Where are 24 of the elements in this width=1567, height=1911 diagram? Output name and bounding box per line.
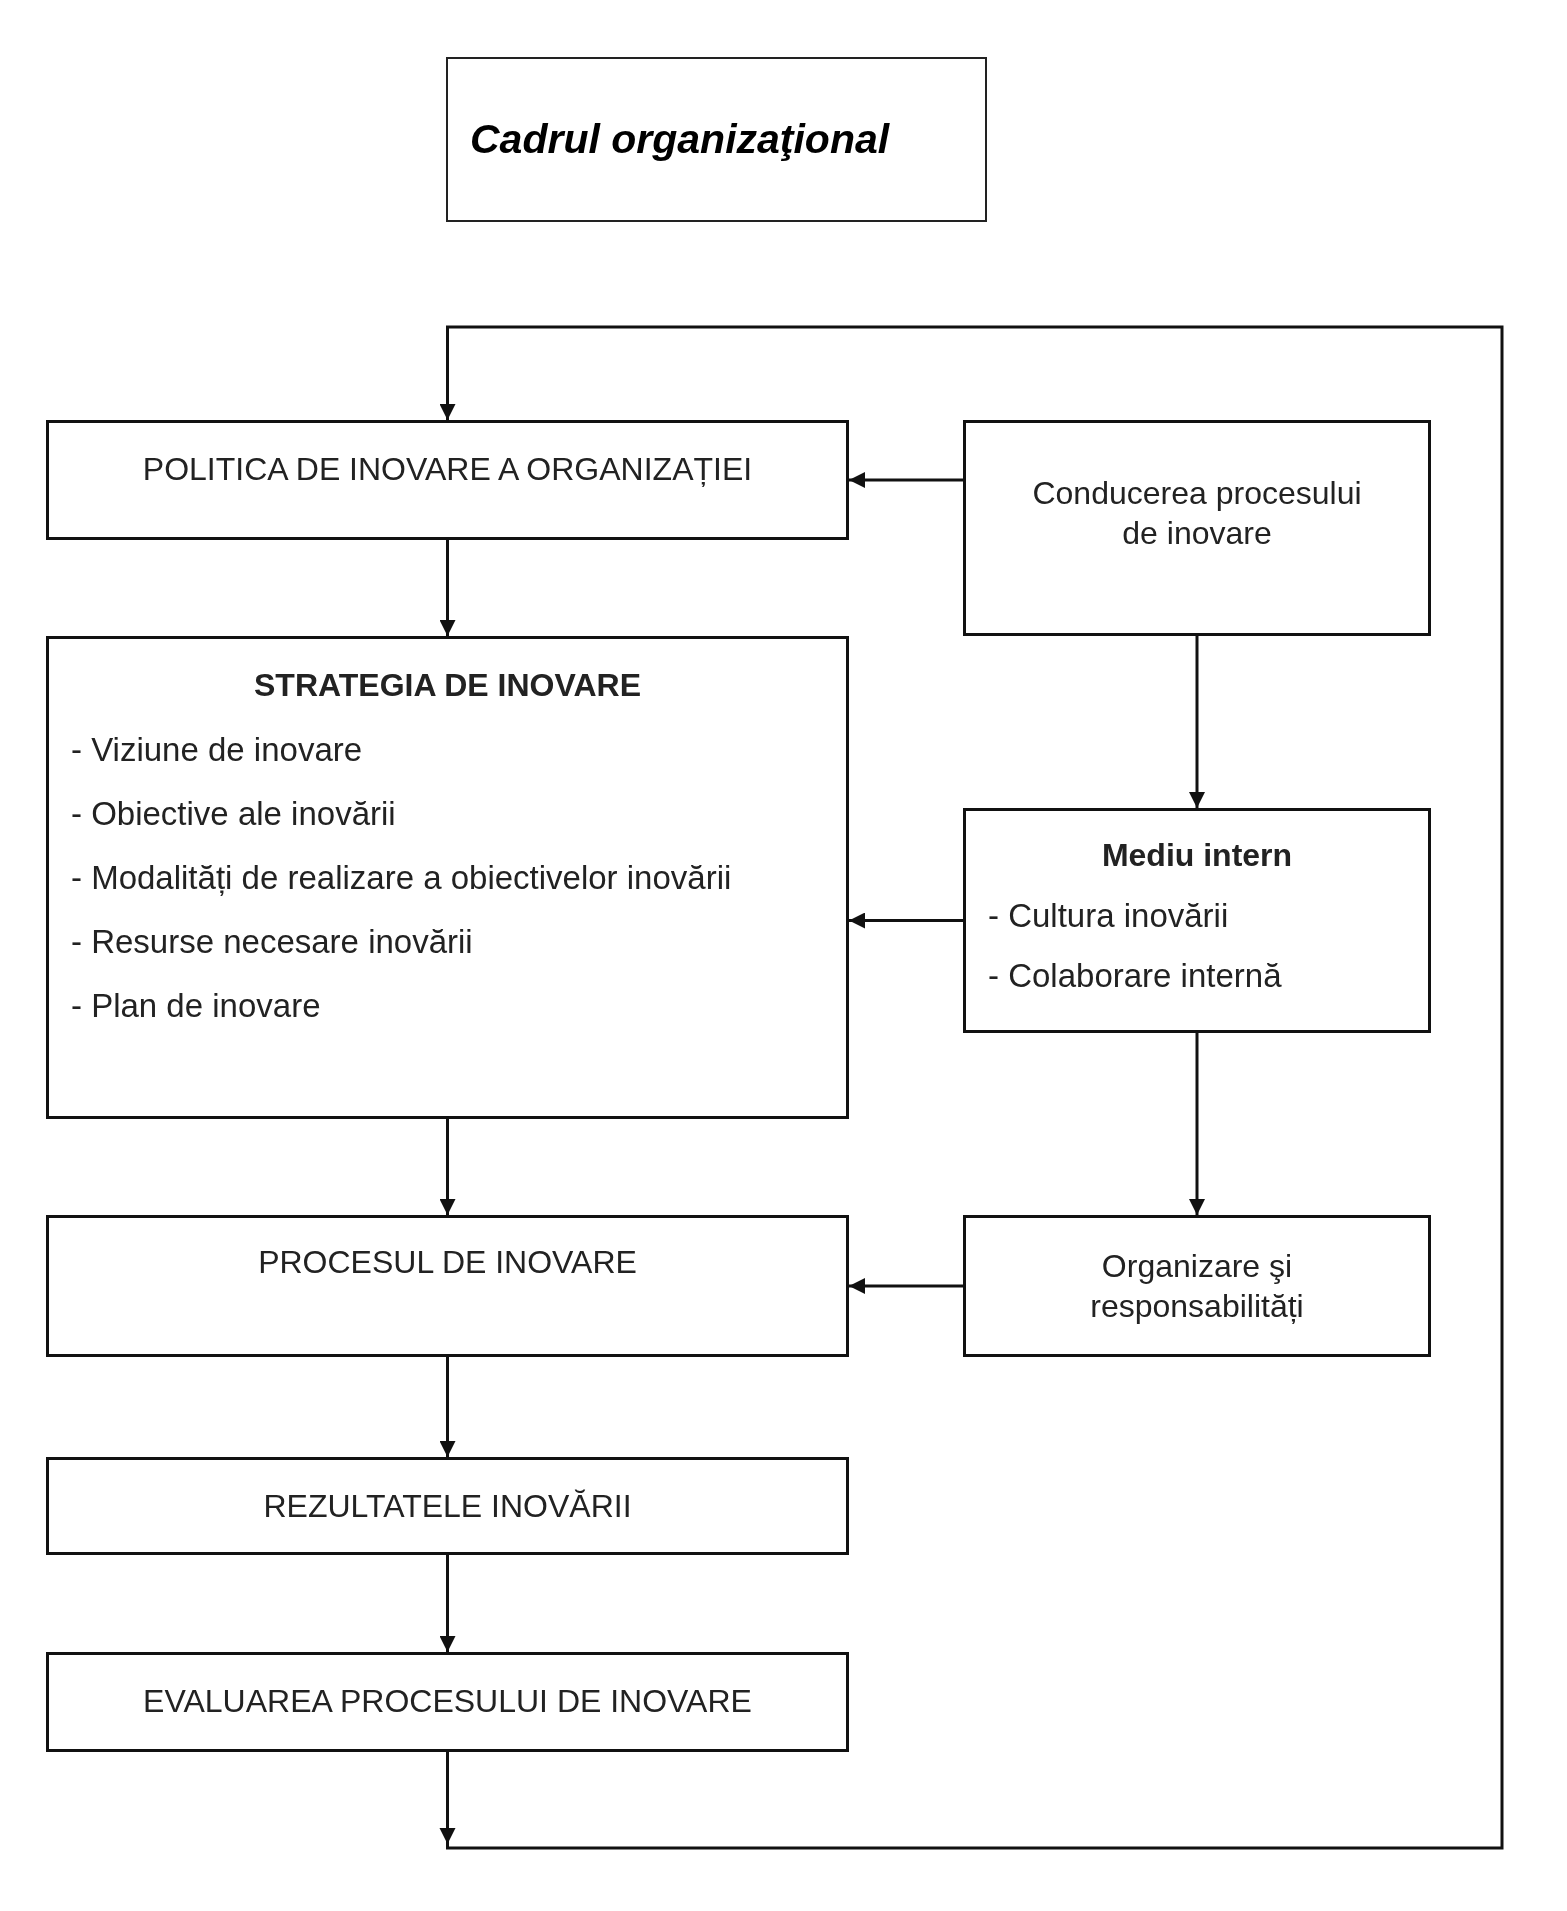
list-item: - Modalități de realizare a obiectivelor inovării (71, 858, 733, 897)
list-item: - Cultura inovării (988, 897, 1230, 935)
box-heading: Mediu intern (1100, 836, 1294, 875)
list-item: - Colaborare internă (988, 956, 1283, 995)
list-item: - Resurse necesare inovării (71, 922, 474, 961)
diagram-title: Cadrul organizaţional (470, 116, 890, 163)
box-heading: REZULTATELE INOVĂRII (262, 1487, 633, 1526)
box-heading: Organizare şi responsabilități (1089, 1247, 1305, 1326)
box-heading: STRATEGIA DE INOVARE (253, 666, 642, 705)
box-heading: Conducerea procesului de inovare (1031, 474, 1363, 553)
process-box (46, 1215, 849, 1357)
process-box (46, 420, 849, 540)
process-box (46, 1652, 849, 1752)
process-box (46, 636, 849, 1119)
process-box (963, 808, 1431, 1033)
process-box (963, 420, 1431, 636)
process-box (963, 1215, 1431, 1357)
box-heading: PROCESUL DE INOVARE (257, 1243, 638, 1282)
process-box (46, 1457, 849, 1555)
list-item: - Plan de inovare (71, 986, 322, 1025)
list-item: - Viziune de inovare (71, 731, 364, 769)
list-item: - Obiective ale inovării (71, 794, 397, 833)
box-heading: EVALUAREA PROCESULUI DE INOVARE (142, 1682, 753, 1721)
box-heading: POLITICA DE INOVARE A ORGANIZAȚIEI (141, 450, 754, 489)
